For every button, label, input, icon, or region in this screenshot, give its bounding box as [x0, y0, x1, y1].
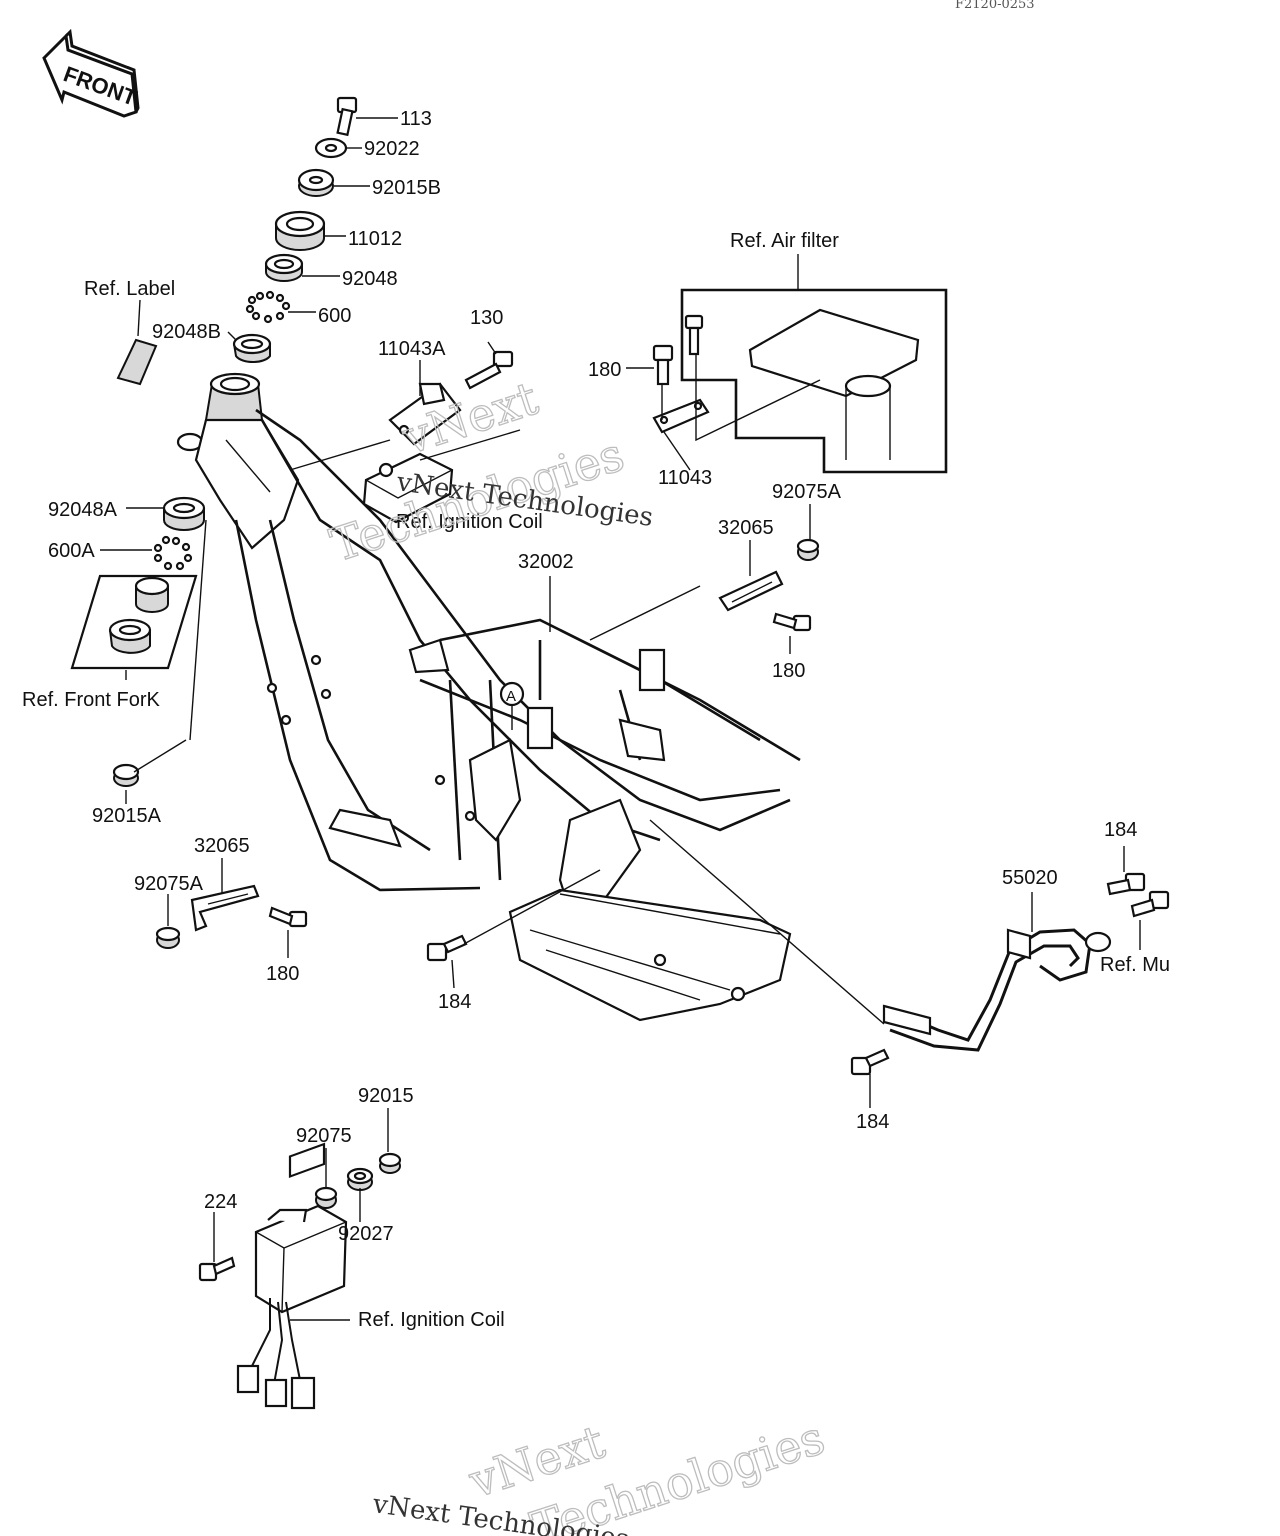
part-92015B: 92015B — [372, 177, 441, 199]
race-92048B — [232, 333, 272, 364]
bolt-180-top — [652, 344, 674, 386]
bolt-air-filter — [684, 314, 704, 356]
bolt-184-center — [426, 934, 468, 962]
race-92048 — [264, 253, 304, 282]
label-sticker — [116, 338, 158, 386]
grommet-92075A-right — [796, 538, 820, 561]
bolt-184-right-a — [1106, 872, 1146, 896]
grommet-92075 — [314, 1186, 338, 1209]
bolt-180-right — [772, 612, 812, 632]
part-224: 224 — [204, 1191, 237, 1213]
part-32065-left: 32065 — [194, 835, 250, 857]
leader-lines — [100, 117, 1141, 1321]
nut-92015A — [112, 763, 140, 787]
part-184-center: 184 — [438, 991, 471, 1013]
ball-bearing-600 — [245, 290, 291, 324]
bracket-11043A — [388, 382, 462, 446]
part-180-top: 180 — [588, 359, 621, 381]
bolt-113 — [336, 96, 358, 137]
part-32065-right: 32065 — [718, 517, 774, 539]
bracket-32065-right — [718, 570, 784, 612]
part-11043A: 11043A — [378, 338, 446, 360]
ref-air-filter: Ref. Air filter — [730, 230, 839, 252]
part-92075: 92075 — [296, 1125, 352, 1147]
part-92075A-left: 92075A — [134, 873, 204, 895]
bolt-224 — [198, 1256, 236, 1282]
bolt-184-bottom — [850, 1048, 890, 1076]
part-92075A-right: 92075A — [772, 481, 842, 503]
svg-text:A: A — [506, 688, 516, 705]
front-arrow-icon: FRONT — [42, 28, 141, 118]
ref-front-fork: Ref. Front ForK — [22, 689, 160, 711]
part-32002: 32002 — [518, 551, 574, 573]
watermark-bottom: vNext Technologies — [461, 1410, 831, 1536]
frame-32002 — [176, 372, 801, 933]
ref-label: Ref. Label — [84, 278, 175, 300]
part-113: 113 — [400, 108, 432, 130]
air-filter-box — [680, 254, 948, 474]
part-600: 600 — [318, 305, 351, 327]
bolt-130 — [464, 350, 514, 390]
grab-bar-55020 — [882, 928, 1112, 1052]
ignitor-unit — [236, 1142, 348, 1410]
part-92015A: 92015A — [92, 805, 162, 827]
grommet-92075A-left — [155, 926, 181, 949]
bearing-cup-11012 — [274, 210, 326, 251]
ref-muffler: Ref. Mu — [1100, 954, 1170, 976]
part-55020: 55020 — [1002, 867, 1058, 889]
ignition-coil-top — [362, 429, 521, 524]
part-130: 130 — [470, 307, 503, 329]
part-92048A: 92048A — [48, 499, 118, 521]
part-11043: 11043 — [658, 467, 712, 489]
collar-92027 — [346, 1167, 374, 1191]
bolt-180-left — [268, 906, 308, 928]
plate-11043 — [652, 398, 710, 434]
part-184-right-top: 184 — [1104, 819, 1137, 841]
part-92022: 92022 — [364, 138, 420, 160]
bolt-184-right-b — [1130, 890, 1170, 918]
part-180-right: 180 — [772, 660, 805, 682]
diagram-code: F2120-0253 — [955, 0, 1035, 12]
part-180-left: 180 — [266, 963, 299, 985]
race-92048A — [162, 496, 206, 531]
watermark-top: vNext Technologies — [323, 370, 631, 573]
part-600A: 600A — [48, 540, 95, 562]
part-92048B: 92048B — [152, 321, 221, 343]
front-fork-box — [70, 574, 198, 670]
part-92015: 92015 — [358, 1085, 414, 1107]
ref-ignition-coil-bottom: Ref. Ignition Coil — [358, 1309, 505, 1331]
part-92027: 92027 — [338, 1223, 394, 1245]
bracket-32065-left — [190, 884, 260, 932]
nut-92015B — [297, 168, 335, 197]
callout-a: A — [499, 681, 525, 730]
part-92048: 92048 — [342, 268, 398, 290]
ball-bearing-600A — [153, 535, 193, 571]
footrest-plate — [508, 888, 792, 1022]
ref-ignition-coil-top: Ref. Ignition Coil — [396, 511, 543, 533]
nut-92015 — [378, 1152, 402, 1174]
part-184-bottom: 184 — [856, 1111, 889, 1133]
part-11012: 11012 — [348, 228, 402, 250]
